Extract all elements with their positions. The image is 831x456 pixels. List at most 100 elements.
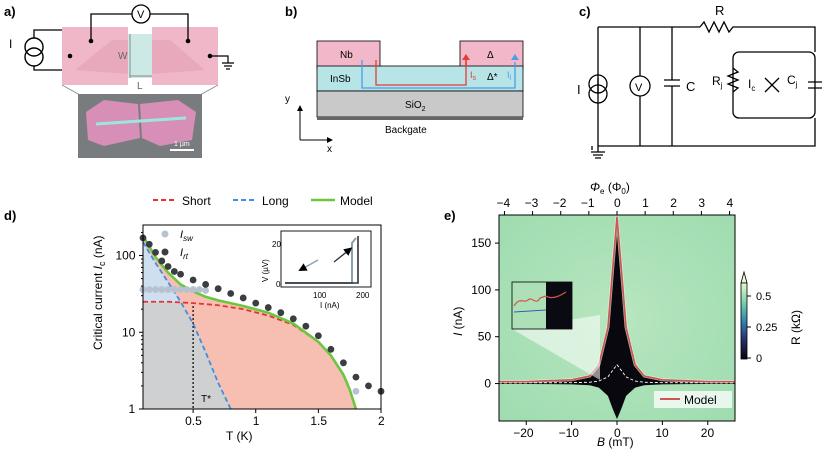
inset-ytick-0: 0 xyxy=(276,280,281,289)
colorbar-tick-05: 0.5 xyxy=(756,291,771,303)
capacitor-c-label: C xyxy=(686,79,695,94)
scale-bar-label: 1 µm xyxy=(174,141,190,148)
delta-label: Δ xyxy=(487,50,494,61)
top-tick-label: 2 xyxy=(670,196,677,210)
top-tick-label: −1 xyxy=(581,196,595,210)
irt-point xyxy=(302,322,310,330)
inset-xtick-100: 100 xyxy=(313,291,327,300)
panel-d-xlabel: T (K) xyxy=(226,429,252,443)
resistor-rj-icon xyxy=(726,67,740,93)
current-c-label: I xyxy=(577,82,581,97)
axis-x-label: x xyxy=(327,144,332,155)
irt-point xyxy=(314,332,322,340)
panel-d-frame xyxy=(142,224,382,410)
cj-label: Cj xyxy=(787,73,798,89)
panel-c xyxy=(588,20,822,159)
xtick-label-e: 10 xyxy=(655,426,669,440)
wire xyxy=(33,29,62,71)
irt-point xyxy=(277,309,285,317)
isw-point xyxy=(177,286,184,293)
legend-isw-marker xyxy=(161,230,169,238)
isw-point xyxy=(164,286,172,293)
insb-layer xyxy=(316,65,524,92)
top-tick-label: −3 xyxy=(525,196,539,210)
irt-point xyxy=(145,240,153,248)
is-label: Is xyxy=(470,70,477,82)
nb-label: Nb xyxy=(340,50,353,61)
delta-star-label: Δ* xyxy=(487,72,498,83)
insb-label: InSb xyxy=(330,74,351,85)
top-tick-label: 3 xyxy=(698,196,705,210)
ytick-label-e: 150 xyxy=(471,236,491,250)
model-curve-e xyxy=(499,216,735,383)
xtick-label: 1.5 xyxy=(310,414,327,428)
width-label: W xyxy=(118,51,128,62)
inset-xtick-200: 200 xyxy=(356,291,370,300)
isw-point xyxy=(183,286,191,293)
ground-c-icon xyxy=(591,146,605,159)
irt-point xyxy=(327,345,335,353)
long-path xyxy=(361,60,516,89)
voltmeter-c-label: V xyxy=(635,82,643,94)
legend-d: Short Long Model xyxy=(153,194,373,208)
backgate-layer xyxy=(317,117,523,120)
length-label: L xyxy=(137,81,143,92)
ic-label: Ic xyxy=(748,77,755,93)
model-curve xyxy=(141,235,358,410)
xtick-label: 2 xyxy=(378,414,385,428)
legend-e-model: Model xyxy=(684,393,717,407)
legend-long: Long xyxy=(262,194,289,208)
voltmeter-label: V xyxy=(137,9,145,21)
colorbar-tick-025: 0.25 xyxy=(756,322,777,334)
ytick-label: 1 xyxy=(129,402,136,416)
irt-point xyxy=(340,359,347,367)
nb-right xyxy=(459,40,524,70)
panel-d-inset: 0 20 100 200 I (nA) V (µV) xyxy=(261,230,372,310)
panel-e-top-axis-label: Φe (Φ0) xyxy=(590,180,630,196)
junction-icon xyxy=(764,77,780,93)
isw-point xyxy=(195,286,203,293)
voltmeter-icon xyxy=(131,4,151,24)
panel-e-ylabel: I (nA) xyxy=(451,307,465,336)
panel-a: a) I V W L 1 µm xyxy=(4,4,234,158)
capacitor-c-icon xyxy=(664,27,680,146)
irt-point xyxy=(227,290,235,297)
isw-point xyxy=(158,286,166,293)
resistor-r-label: R xyxy=(715,3,724,18)
top-tick-label: 0 xyxy=(614,196,621,210)
panel-e-xlabel: B (mT) xyxy=(597,435,634,449)
backgate-label: Backgate xyxy=(385,125,427,136)
isw-point xyxy=(352,387,360,395)
inner-dashed-curve xyxy=(499,363,735,384)
xtick-label-e: −20 xyxy=(513,426,534,440)
superconducting-lobe xyxy=(499,216,735,420)
long-curve xyxy=(142,241,232,410)
nb-left xyxy=(316,40,381,70)
isw-point xyxy=(189,286,197,293)
panel-d-plot xyxy=(139,234,385,410)
panel-d-label: d) xyxy=(4,208,16,223)
irt-point xyxy=(189,276,197,284)
isw-point xyxy=(145,286,153,293)
isw-point xyxy=(202,287,210,294)
sio2-label: SiO2 xyxy=(405,100,426,113)
irt-point xyxy=(158,257,166,265)
legend-model: Model xyxy=(340,194,373,208)
legend-e-box xyxy=(654,391,732,408)
sem-image xyxy=(61,84,219,158)
axis-y-label: y xyxy=(285,94,290,105)
colorbar-label: R (kΩ) xyxy=(789,310,803,345)
xtick-label-e: −10 xyxy=(559,426,580,440)
panel-d-ylabel: Critical current Ic (nA) xyxy=(91,235,107,350)
rj-label: Rj xyxy=(712,74,723,90)
legend-irt-marker xyxy=(161,248,169,256)
colorbar-tick-0: 0 xyxy=(756,353,762,365)
inset-sweep-down xyxy=(285,236,359,284)
irt-point xyxy=(164,263,172,270)
inset-ytick-20: 20 xyxy=(272,240,281,249)
irt-point xyxy=(152,248,159,256)
legend-short: Short xyxy=(182,194,211,208)
